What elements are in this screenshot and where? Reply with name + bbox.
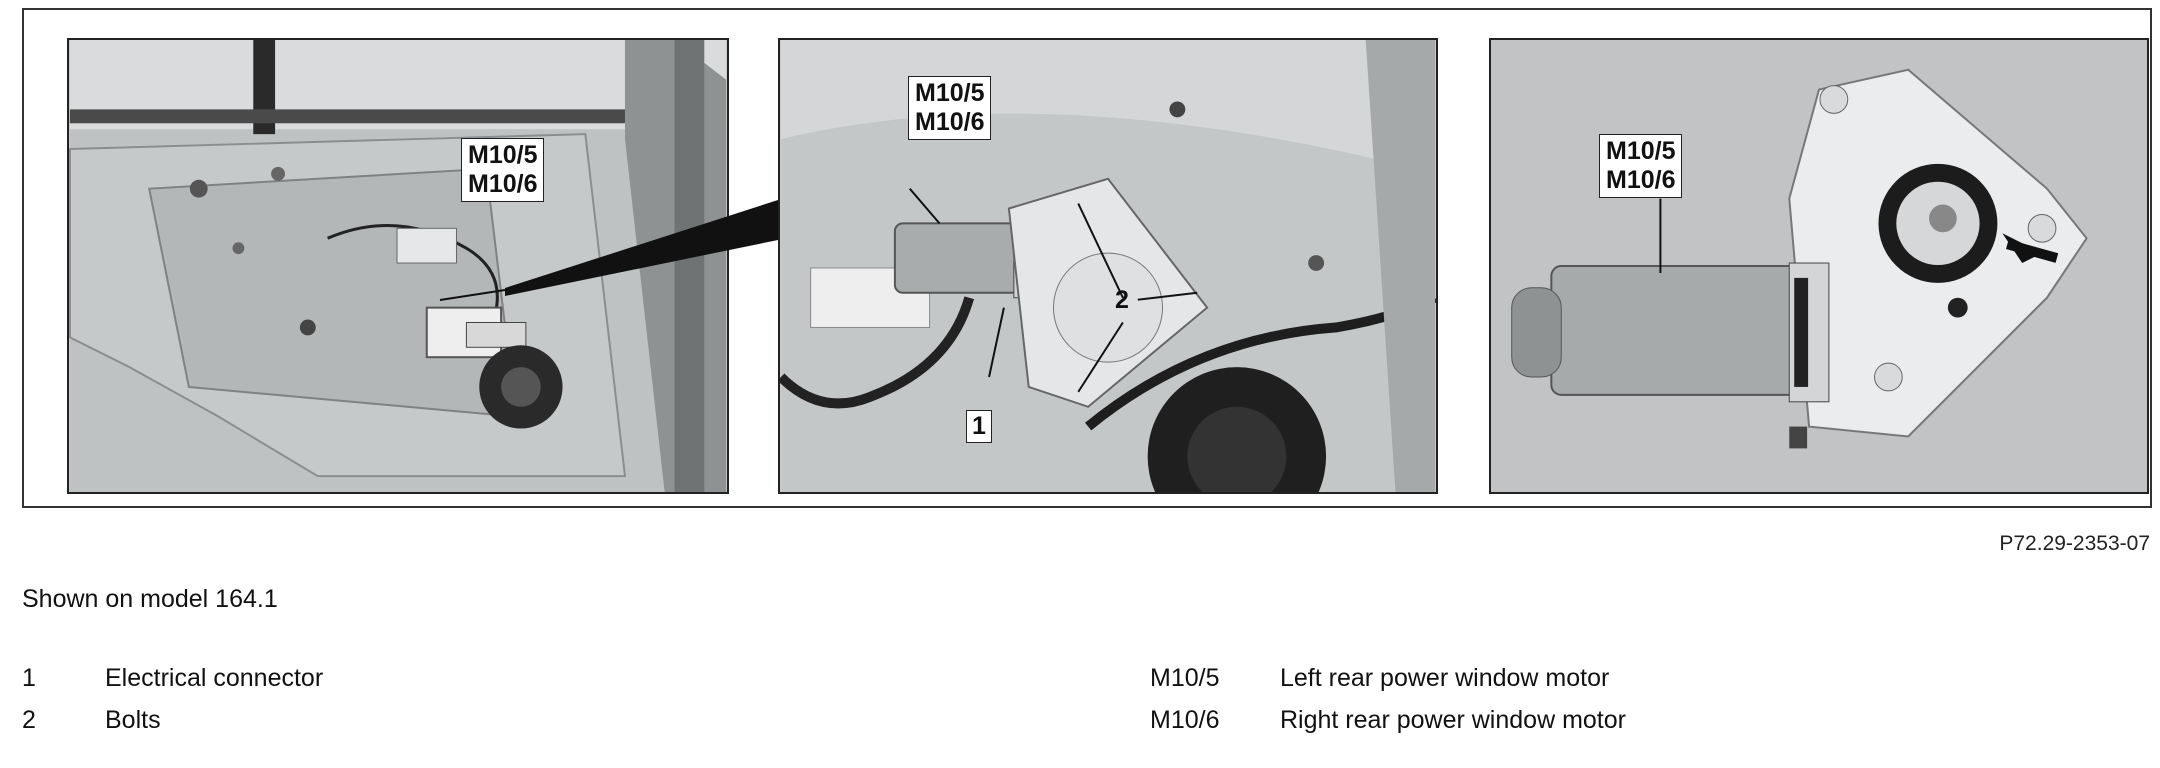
legend-row: 1 Electrical connector [22, 664, 323, 706]
legend-right: M10/5 Left rear power window motor M10/6… [1150, 664, 1626, 748]
figure-reference: P72.29-2353-07 [1999, 532, 2150, 555]
motor-closeup-illustration [780, 40, 1436, 492]
legend-row: M10/6 Right rear power window motor [1150, 706, 1626, 748]
legend-text: Bolts [105, 706, 161, 734]
callout-line-1: M10/5 [1606, 137, 1676, 165]
legend-text: Right rear power window motor [1280, 706, 1626, 734]
callout-connector: 1 [966, 410, 992, 443]
legend-key: 1 [22, 664, 36, 692]
legend-row: M10/5 Left rear power window motor [1150, 664, 1626, 706]
legend-left: 1 Electrical connector 2 Bolts [22, 664, 323, 748]
figure-frame: M10/5 M10/6 M10/5 M [22, 8, 2152, 508]
legend-key: M10/6 [1150, 706, 1220, 734]
panel-motor-closeup: M10/5 M10/6 1 2 [778, 38, 1438, 494]
callout-line-2: M10/6 [1606, 166, 1676, 194]
callout-motor-left: M10/5 M10/6 [461, 138, 545, 202]
callout-line-1: M10/5 [468, 141, 538, 169]
label-bolts: 2 [1115, 286, 1129, 314]
callout-bolts: 2 [1115, 286, 1129, 315]
panel-rear-door: M10/5 M10/6 [67, 38, 729, 494]
rear-door-illustration [69, 40, 727, 492]
callout-motor-right: M10/5 M10/6 [1599, 134, 1683, 198]
legend-key: M10/5 [1150, 664, 1220, 692]
removed-motor-illustration [1491, 40, 2147, 492]
legend-text: Electrical connector [105, 664, 324, 692]
legend-row: 2 Bolts [22, 706, 323, 748]
callout-line-2: M10/6 [915, 108, 985, 136]
callout-line-2: M10/6 [468, 170, 538, 198]
callout-line-1: M10/5 [915, 79, 985, 107]
model-note: Shown on model 164.1 [22, 585, 278, 613]
panel-removed-motor: M10/5 M10/6 [1489, 38, 2149, 494]
label-electrical-connector: 1 [972, 412, 986, 440]
legend-text: Left rear power window motor [1280, 664, 1610, 692]
callout-motor-middle: M10/5 M10/6 [908, 76, 992, 140]
legend-key: 2 [22, 706, 36, 734]
